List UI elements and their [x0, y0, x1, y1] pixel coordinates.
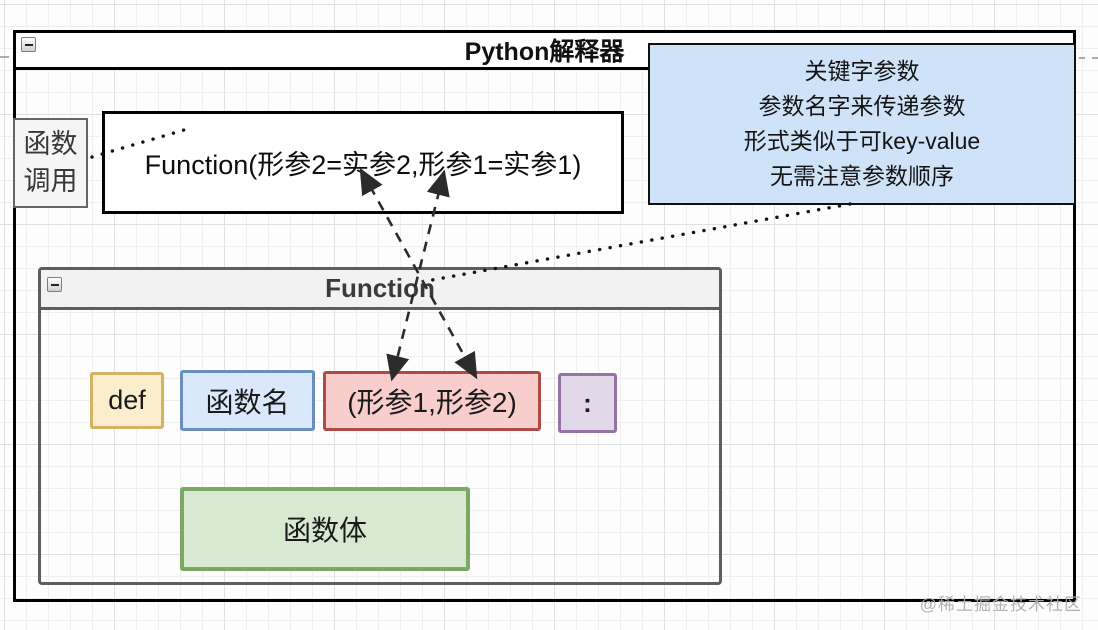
function-name-box: 函数名: [180, 370, 315, 431]
note-line-2: 参数名字来传递参数: [758, 93, 966, 119]
def-keyword-box: def: [90, 372, 164, 429]
minus-icon: [24, 43, 33, 46]
page-boundary-dash-left: [0, 56, 9, 58]
page-boundary-dash-right: [1079, 57, 1098, 59]
function-call-label-line2: 调用: [23, 166, 78, 196]
function-call-label: 函数 调用: [13, 118, 88, 208]
colon-box: :: [558, 373, 617, 433]
function-definition-title: Function: [325, 273, 435, 303]
note-line-1: 关键字参数: [804, 58, 920, 84]
formal-params-label: (形参1,形参2): [347, 387, 517, 418]
collapse-icon[interactable]: [21, 37, 36, 52]
python-interpreter-title: Python解释器: [464, 38, 625, 66]
function-name-label: 函数名: [205, 386, 290, 418]
function-body-box: 函数体: [180, 487, 470, 571]
function-body-label: 函数体: [282, 515, 367, 546]
function-call-label-line1: 函数: [23, 129, 78, 159]
keyword-argument-note: 关键字参数 参数名字来传递参数 形式类似于可key-value 无需注意参数顺序: [648, 43, 1076, 205]
colon-label: :: [583, 387, 592, 418]
watermark: @稀土掘金技术社区: [919, 595, 1082, 614]
function-definition-header: Function: [41, 270, 719, 310]
def-keyword-label: def: [108, 385, 146, 415]
formal-params-box: (形参1,形参2): [323, 371, 541, 431]
note-line-3: 形式类似于可key-value: [743, 128, 981, 154]
function-call-expression-text: Function(形参2=实参2,形参1=实参1): [144, 150, 582, 180]
function-call-expression-box: Function(形参2=实参2,形参1=实参1): [102, 111, 624, 214]
note-line-4: 无需注意参数顺序: [770, 163, 954, 189]
collapse-icon[interactable]: [47, 277, 62, 292]
minus-icon: [50, 283, 59, 286]
